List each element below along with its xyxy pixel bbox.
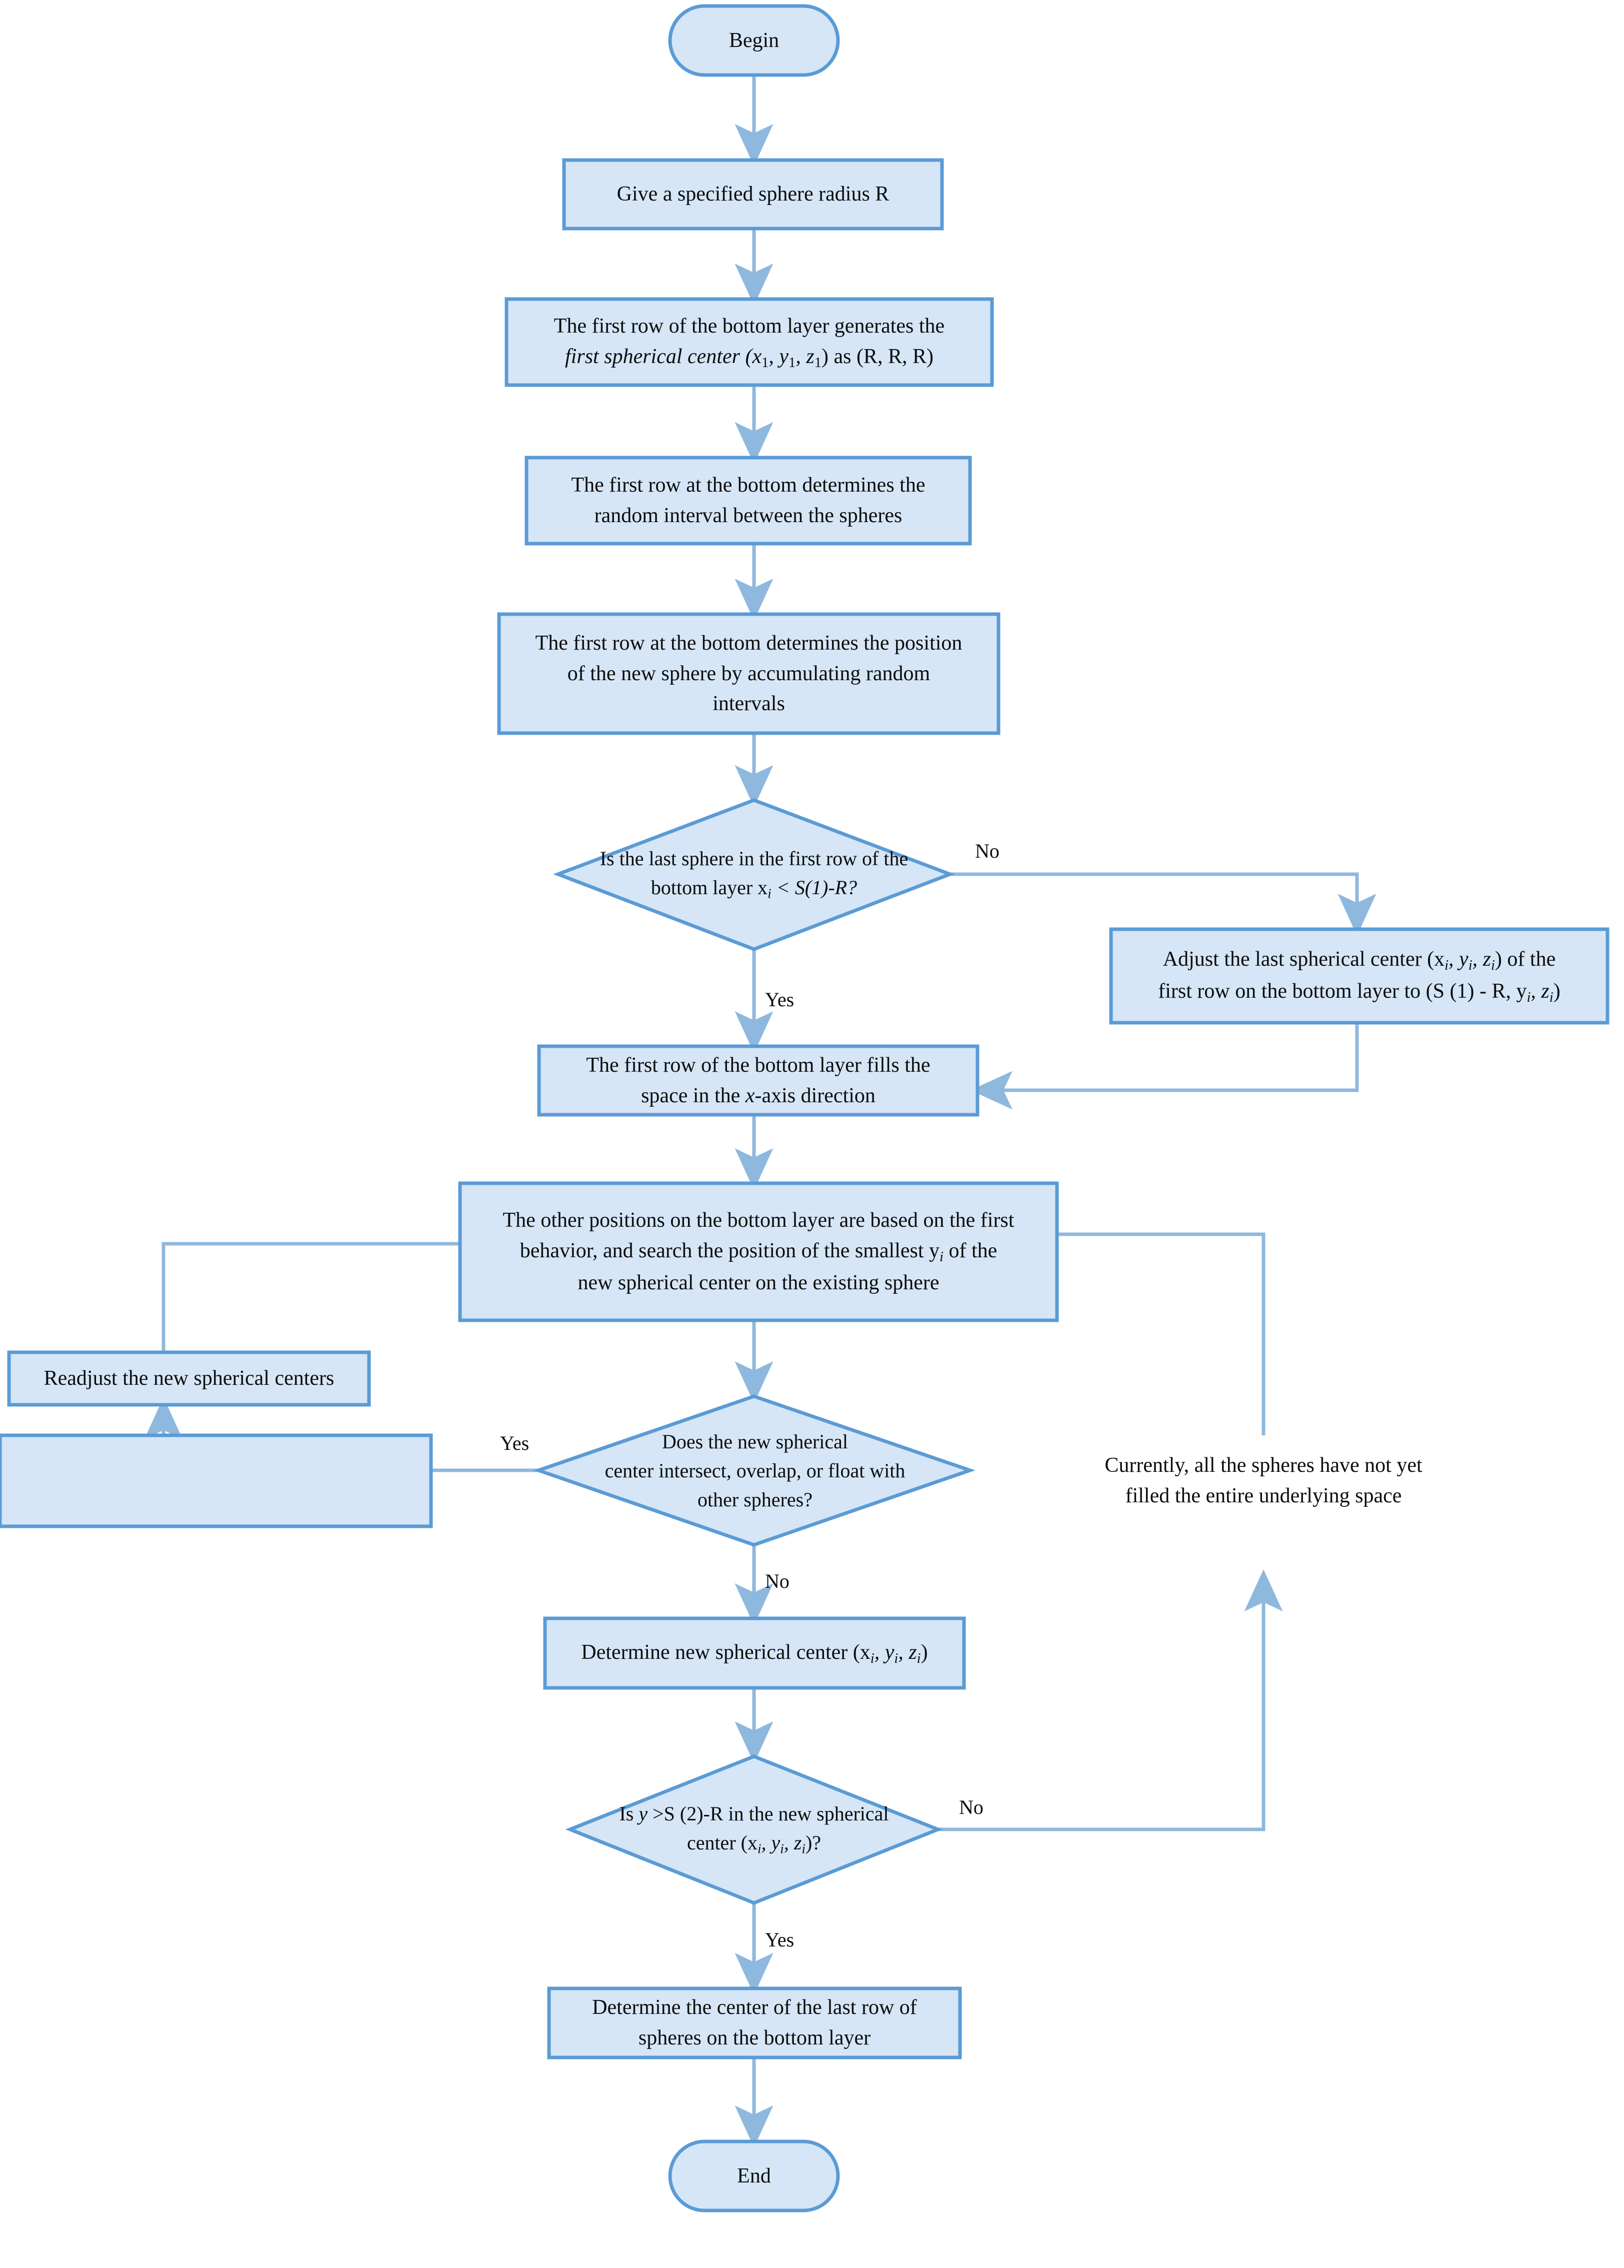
shape-first-center[interactable] (504, 297, 994, 387)
shape-readjust[interactable] (7, 1350, 371, 1407)
shape-decision-intersect[interactable] (533, 1394, 976, 1547)
shape-end[interactable] (668, 2139, 840, 2212)
shape-adjust-last[interactable] (1109, 927, 1610, 1025)
edge-label-no-y-gt: No (959, 1796, 984, 1818)
shape-decision-last-sphere[interactable] (553, 798, 955, 951)
shape-fill-x-axis[interactable] (537, 1044, 980, 1117)
shape-not-filled[interactable] (0, 1433, 433, 1528)
shape-accumulate[interactable] (497, 612, 1000, 735)
edge-label-yes-y-gt: Yes (765, 1928, 794, 1951)
edge-adjust-to-fillxaxis (970, 1022, 1359, 1110)
edge-label-yes-intersect: Yes (500, 1432, 530, 1454)
shape-other-positions[interactable] (458, 1181, 1059, 1322)
edge-label-no-last-sphere: No (975, 840, 1000, 862)
shape-determine-center[interactable] (543, 1616, 966, 1690)
shape-determine-last-row[interactable] (547, 1986, 962, 2059)
shape-begin[interactable] (668, 4, 840, 77)
shape-decision-y-gt[interactable] (565, 1754, 943, 1905)
edge-label-no-intersect: No (765, 1570, 790, 1592)
shape-random-interval[interactable] (524, 456, 972, 546)
edge-decision1-no-to-adjust (950, 872, 1376, 936)
edge-label-yes-last-sphere: Yes (765, 988, 794, 1011)
shape-radius[interactable] (562, 158, 944, 231)
edge-decision3-no-to-notfilled (938, 1569, 1283, 1831)
node-shape-group (0, 4, 1610, 2212)
